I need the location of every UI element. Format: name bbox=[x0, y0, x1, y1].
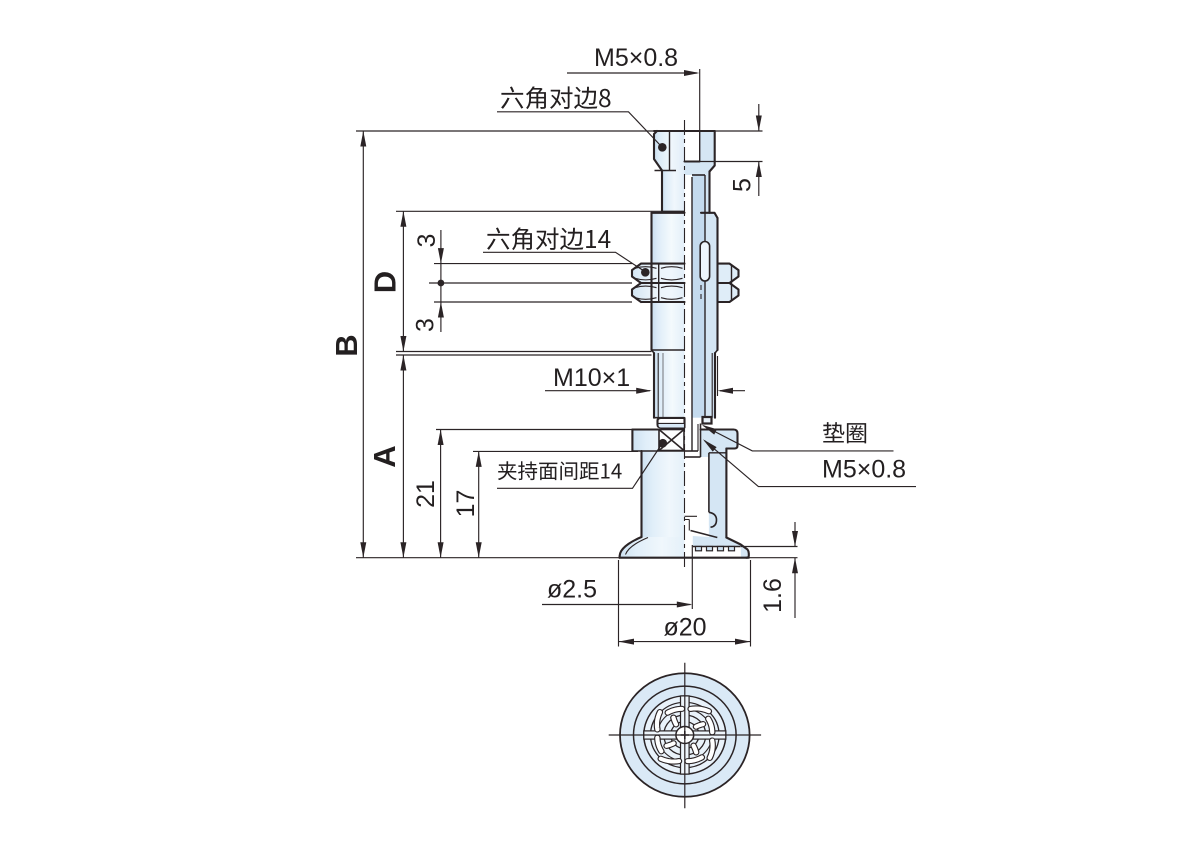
label-hex-flats-8 bbox=[501, 86, 611, 110]
label-thread-top: M5×0.8 bbox=[594, 44, 678, 72]
label-depth-5: 5 bbox=[729, 178, 757, 192]
dimension-lines bbox=[362, 72, 796, 643]
cylinder-left bbox=[641, 451, 685, 537]
label-B: B bbox=[329, 334, 364, 356]
label-clamp-face bbox=[497, 461, 622, 481]
label-3-lower: 3 bbox=[412, 318, 440, 332]
label-3-upper: 3 bbox=[413, 234, 441, 248]
dot-3mid bbox=[437, 279, 445, 287]
dimensions bbox=[356, 69, 916, 647]
cup-ribs bbox=[694, 545, 736, 552]
nut1-right bbox=[717, 263, 739, 283]
washer-left bbox=[656, 416, 686, 429]
flange-right bbox=[700, 429, 738, 457]
leader-washer bbox=[703, 425, 894, 452]
label-washer bbox=[823, 422, 867, 444]
arrowheads bbox=[360, 70, 798, 645]
extension-lines bbox=[356, 69, 798, 647]
cup-right bbox=[692, 536, 749, 558]
pad-slots bbox=[653, 705, 716, 765]
leader-lines bbox=[483, 111, 916, 489]
label-pad-dia: ø20 bbox=[663, 614, 706, 642]
label-17: 17 bbox=[452, 490, 480, 518]
label-D: D bbox=[368, 271, 403, 293]
dot-clamp bbox=[658, 438, 668, 448]
dot-hex8 bbox=[658, 143, 667, 152]
part-fills bbox=[619, 131, 749, 558]
bottom-view bbox=[608, 662, 762, 809]
labels: M5×0.8 5 3 3 D B M10×1 A 21 17 M5×0.8 ø2… bbox=[329, 44, 906, 642]
leader-M5right bbox=[704, 440, 916, 488]
thread-left bbox=[654, 353, 685, 418]
sleeve-slot bbox=[699, 240, 711, 282]
leader-clamp bbox=[497, 444, 662, 489]
label-lip-16: 1.6 bbox=[759, 578, 787, 613]
nut2-right bbox=[717, 283, 739, 302]
label-hex-flats-14 bbox=[487, 227, 611, 251]
label-thread-bottom: M5×0.8 bbox=[822, 456, 906, 484]
label-hole-dia: ø2.5 bbox=[547, 576, 597, 604]
label-21: 21 bbox=[412, 480, 440, 508]
label-A: A bbox=[367, 445, 402, 467]
skirt-left bbox=[619, 537, 685, 558]
neck-left bbox=[662, 170, 685, 212]
washer-right bbox=[701, 415, 713, 425]
leader-hex14 bbox=[483, 251, 645, 272]
leader-hex8 bbox=[497, 111, 662, 147]
bottom-crosshair bbox=[608, 662, 762, 809]
dot-hex14 bbox=[641, 268, 650, 277]
sleeve-section bbox=[692, 175, 705, 418]
label-thread-mid: M10×1 bbox=[553, 364, 630, 392]
